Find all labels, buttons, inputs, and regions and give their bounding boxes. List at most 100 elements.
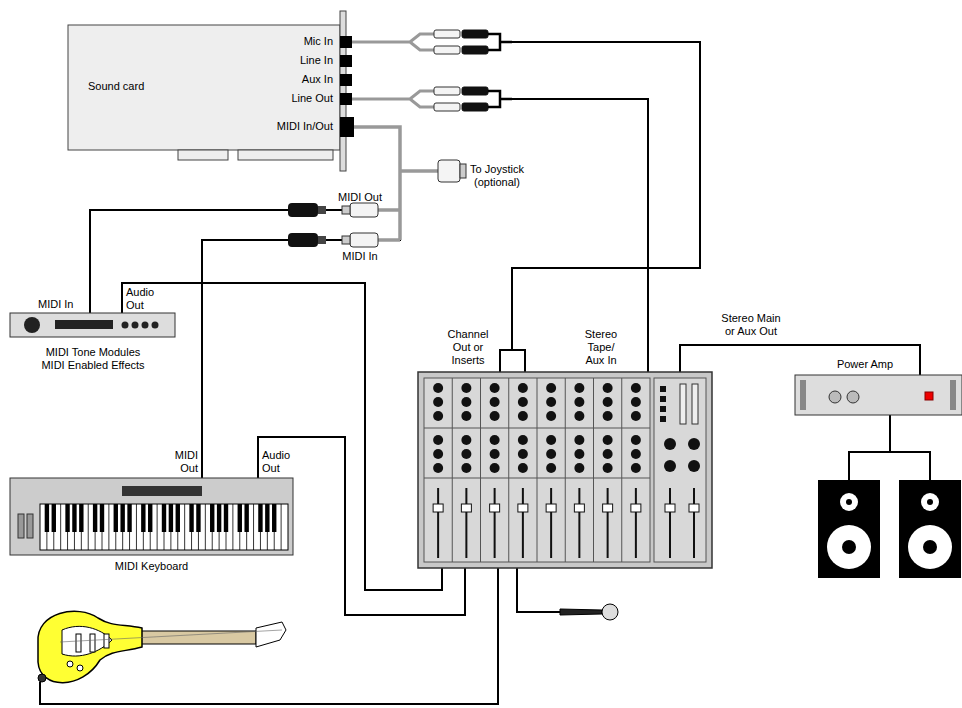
guitar xyxy=(140,631,256,644)
tone-module: MIDI InAudio OutMIDI Tone Modules MIDI E… xyxy=(10,313,175,337)
midi-keyboard-drawing xyxy=(60,504,61,550)
mixer-drawing xyxy=(490,411,500,421)
tone-module-drawing xyxy=(152,322,159,329)
mixer-drawing xyxy=(574,449,584,459)
cable xyxy=(90,127,400,313)
mixer-drawing xyxy=(522,488,524,558)
mixer-drawing xyxy=(433,435,443,445)
midi-keyboard-drawing xyxy=(108,504,109,550)
connector-label: Stereo Main or Aux Out xyxy=(718,312,784,338)
midi-keyboard-drawing xyxy=(52,504,56,532)
rca-cable xyxy=(462,103,488,111)
mixer-drawing xyxy=(574,411,584,421)
midi-keyboard-drawing xyxy=(169,504,173,532)
device-label: MIDI In xyxy=(38,298,88,311)
tone-module-drawing xyxy=(10,313,175,337)
mixer-drawing xyxy=(631,449,641,459)
mixer-drawing xyxy=(418,372,712,568)
mixer-drawing xyxy=(461,435,471,445)
rca-cable xyxy=(346,34,434,50)
speaker xyxy=(818,480,880,578)
plug-label: MIDI Out xyxy=(335,191,385,204)
joystick-plug xyxy=(438,160,460,182)
mixer-drawing xyxy=(607,488,609,558)
midi-keyboard-drawing xyxy=(45,504,49,532)
midi-keyboard-drawing xyxy=(184,504,185,550)
tone-module-drawing xyxy=(55,320,113,329)
mixer-drawing xyxy=(603,435,613,445)
speaker xyxy=(923,540,937,554)
mixer-drawing xyxy=(689,504,699,512)
mixer-drawing xyxy=(424,378,650,562)
midi-keyboard-drawing xyxy=(281,504,282,550)
mixer-drawing xyxy=(664,438,676,450)
power-amp-drawing xyxy=(800,380,806,410)
midi-cable xyxy=(318,206,326,214)
midi-keyboard-drawing xyxy=(272,504,276,532)
midi-cable xyxy=(350,203,378,217)
mixer-drawing xyxy=(603,463,613,473)
midi-keyboard-drawing xyxy=(93,504,97,532)
midi-keyboard-drawing xyxy=(196,504,200,532)
device-label: Channel Out or Inserts xyxy=(443,328,493,367)
speaker xyxy=(827,525,871,569)
mixer-drawing xyxy=(461,463,471,473)
midi-keyboard-drawing xyxy=(232,504,233,550)
guitar xyxy=(76,634,81,652)
mixer-drawing xyxy=(631,435,641,445)
midi-keyboard: MIDI OutAudio OutMIDI Keyboard xyxy=(10,478,293,555)
port-label: Aux In xyxy=(253,73,333,86)
mixer-drawing xyxy=(461,397,471,407)
mixer-drawing xyxy=(461,449,471,459)
midi-keyboard-drawing xyxy=(122,486,202,496)
mixer-drawing xyxy=(480,378,481,562)
midi-keyboard-drawing xyxy=(114,504,118,532)
guitar xyxy=(38,674,46,682)
mixer-drawing xyxy=(433,504,443,512)
rca-cable xyxy=(462,30,488,38)
midi-keyboard-drawing xyxy=(217,504,221,532)
joystick-plug xyxy=(438,160,466,182)
device-label: Power Amp xyxy=(825,358,905,371)
midi-keyboard-drawing xyxy=(162,504,166,532)
midi-keyboard-drawing xyxy=(224,504,228,532)
midi-keyboard-drawing xyxy=(148,504,152,532)
midi-keyboard-drawing xyxy=(27,514,33,538)
power-amp-drawing xyxy=(950,380,956,410)
guitar xyxy=(90,634,95,652)
guitar xyxy=(104,634,109,648)
guitar-cable xyxy=(40,568,498,704)
mixer-drawing xyxy=(490,449,500,459)
rca-cable xyxy=(434,30,460,38)
midi-keyboard-drawing xyxy=(65,504,69,532)
mixer-drawing xyxy=(452,378,453,562)
speaker xyxy=(927,499,933,505)
rca-cable xyxy=(404,84,512,114)
mixer-drawing xyxy=(574,463,584,473)
midi-keyboard-drawing xyxy=(244,504,248,532)
midi-keyboard-drawing xyxy=(210,504,214,532)
mixer-drawing xyxy=(565,378,566,562)
speaker xyxy=(921,493,939,511)
mixer-drawing xyxy=(546,504,556,512)
tone-module-drawing xyxy=(142,322,149,329)
mixer-drawing xyxy=(465,488,467,558)
rca-cable xyxy=(346,27,512,57)
mixer-drawing xyxy=(635,488,637,558)
mixer-drawing xyxy=(490,504,500,512)
mixer-drawing xyxy=(433,383,443,393)
speaker xyxy=(899,480,961,578)
mixer-drawing xyxy=(631,504,641,512)
mixer-drawing xyxy=(546,383,556,393)
tone-module-drawing xyxy=(132,322,139,329)
port-label: Line Out xyxy=(253,92,333,105)
mixer-drawing xyxy=(603,397,613,407)
mixer-drawing xyxy=(546,449,556,459)
tone-module-drawing xyxy=(10,313,175,337)
mixer-drawing xyxy=(537,378,538,562)
rca-cable xyxy=(488,91,512,107)
rca-cable xyxy=(346,84,512,114)
midi-keyboard-drawing xyxy=(10,478,293,555)
cable xyxy=(202,127,400,478)
